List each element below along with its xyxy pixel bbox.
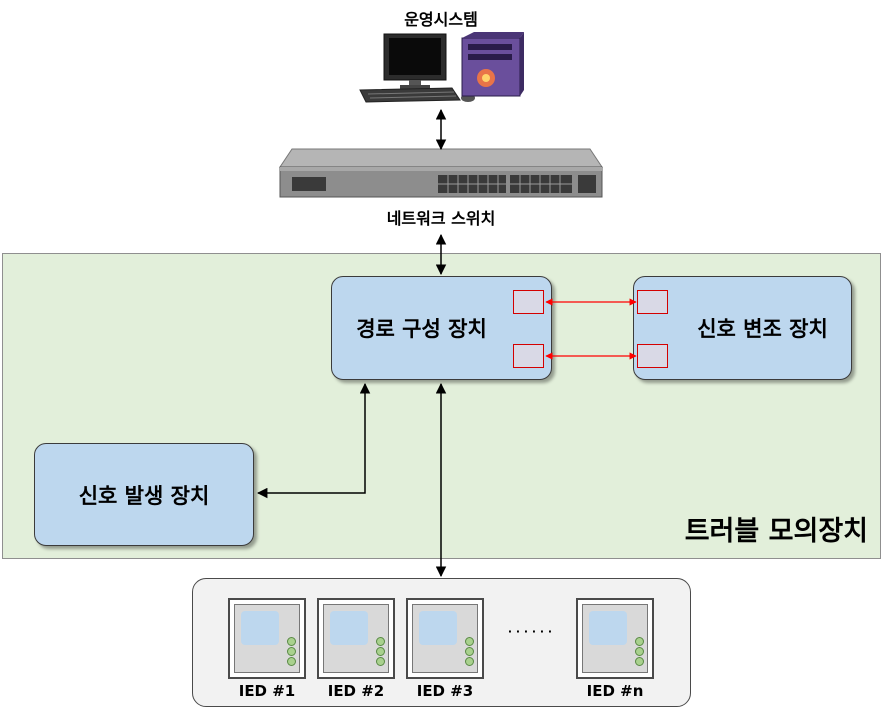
route-port-top: [513, 290, 544, 314]
network-switch-icon: [279, 148, 603, 198]
network-switch-label: 네트워크 스위치: [386, 209, 496, 228]
ied-label-2: IED #2: [327, 682, 385, 700]
ied-device-icon: [576, 598, 654, 679]
desktop-computer-icon: [359, 32, 524, 103]
ied-label-n: IED #n: [586, 682, 644, 700]
trouble-emulator-label: 트러블 모의장치: [684, 516, 868, 547]
operating-system-label: 운영시스템: [404, 10, 478, 29]
route-port-bottom: [513, 344, 544, 368]
ied-label-3: IED #3: [416, 682, 474, 700]
signal-modulator-device: 신호 변조 장치: [633, 276, 852, 380]
modulator-port-top: [637, 290, 668, 314]
route-generator-link: [256, 382, 371, 499]
ied-label-1: IED #1: [238, 682, 296, 700]
ied-device-icon: [228, 598, 306, 679]
modulator-port-bottom: [637, 344, 668, 368]
ied-device-icon: [406, 598, 484, 679]
signal-generator-device: 신호 발생 장치: [34, 443, 254, 546]
ied-ellipsis: · · · · · ·: [507, 625, 553, 638]
ied-device-icon: [317, 598, 395, 679]
